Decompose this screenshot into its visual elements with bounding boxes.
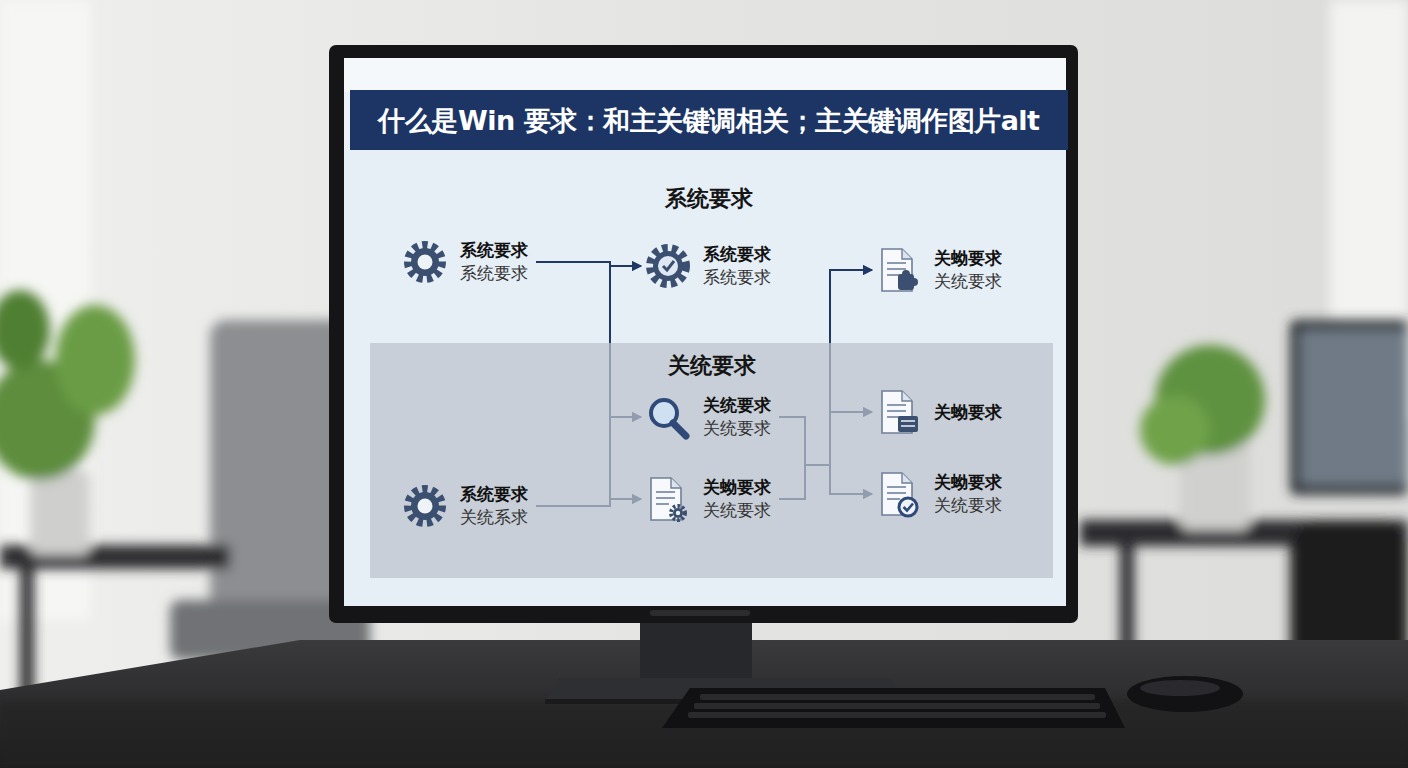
node-texts: 关蚴要求关统要求 bbox=[934, 471, 1002, 517]
node-icon bbox=[876, 470, 922, 518]
process-node: 关蚴要求关统要求 bbox=[876, 246, 1002, 294]
process-node: 系统要求系统要求 bbox=[645, 242, 771, 290]
node-texts: 系统要求系统要求 bbox=[460, 239, 528, 285]
node-subtitle: 关统要求 bbox=[703, 499, 771, 522]
process-node: 关蚴要求关统要求 bbox=[876, 470, 1002, 518]
band-heading-text: 关统要求 bbox=[370, 351, 1053, 381]
node-texts: 关蚴要求 bbox=[934, 401, 1002, 424]
node-texts: 关蚴要求关统要求 bbox=[934, 247, 1002, 293]
node-subtitle: 关统要求 bbox=[934, 270, 1002, 293]
group-band: 关统要求关统要求关统要求关蚴要求系统要求关统系求关蚴要求关统要求关蚴要求关统要求 bbox=[370, 343, 1053, 578]
node-icon bbox=[645, 242, 691, 290]
node-title: 关蚴要求 bbox=[934, 401, 1002, 424]
process-node: 系统要求关统系求 bbox=[402, 482, 528, 530]
node-subtitle: 系统要求 bbox=[460, 262, 528, 285]
process-node: 关蚴要求 bbox=[876, 388, 1002, 436]
node-icon bbox=[645, 475, 691, 523]
node-title: 关蚴要求 bbox=[703, 476, 771, 499]
node-texts: 系统要求关统系求 bbox=[460, 483, 528, 529]
title-bar: 什么是Win 要求：和主关键调相关；主关键调作图片alt bbox=[352, 92, 1066, 150]
process-node: 系统要求系统要求 bbox=[402, 238, 528, 286]
node-title: 系统要求 bbox=[703, 243, 771, 266]
node-icon bbox=[876, 246, 922, 294]
node-texts: 系统要求系统要求 bbox=[703, 243, 771, 289]
node-icon bbox=[645, 393, 691, 441]
node-icon bbox=[402, 238, 448, 286]
node-texts: 关统要求关统要求 bbox=[703, 394, 771, 440]
process-node: 关蚴要求关统要求 bbox=[645, 475, 771, 523]
node-icon bbox=[402, 482, 448, 530]
node-subtitle: 关统要求 bbox=[703, 417, 771, 440]
flow-connector bbox=[536, 262, 641, 266]
band-heading: 关统要求 bbox=[370, 351, 1053, 381]
node-texts: 关蚴要求关统要求 bbox=[703, 476, 771, 522]
node-title: 关蚴要求 bbox=[934, 471, 1002, 494]
title-text: 什么是Win 要求：和主关键调相关；主关键调作图片alt bbox=[378, 103, 1039, 139]
node-title: 关统要求 bbox=[703, 394, 771, 417]
node-icon bbox=[876, 388, 922, 436]
section-heading: 系统要求 bbox=[352, 184, 1066, 214]
process-node: 关统要求关统要求 bbox=[645, 393, 771, 441]
node-title: 系统要求 bbox=[460, 483, 528, 506]
section-heading-text: 系统要求 bbox=[665, 186, 753, 211]
node-subtitle: 关统要求 bbox=[934, 494, 1002, 517]
node-subtitle: 系统要求 bbox=[703, 266, 771, 289]
node-subtitle: 关统系求 bbox=[460, 506, 528, 529]
node-title: 关蚴要求 bbox=[934, 247, 1002, 270]
node-title: 系统要求 bbox=[460, 239, 528, 262]
